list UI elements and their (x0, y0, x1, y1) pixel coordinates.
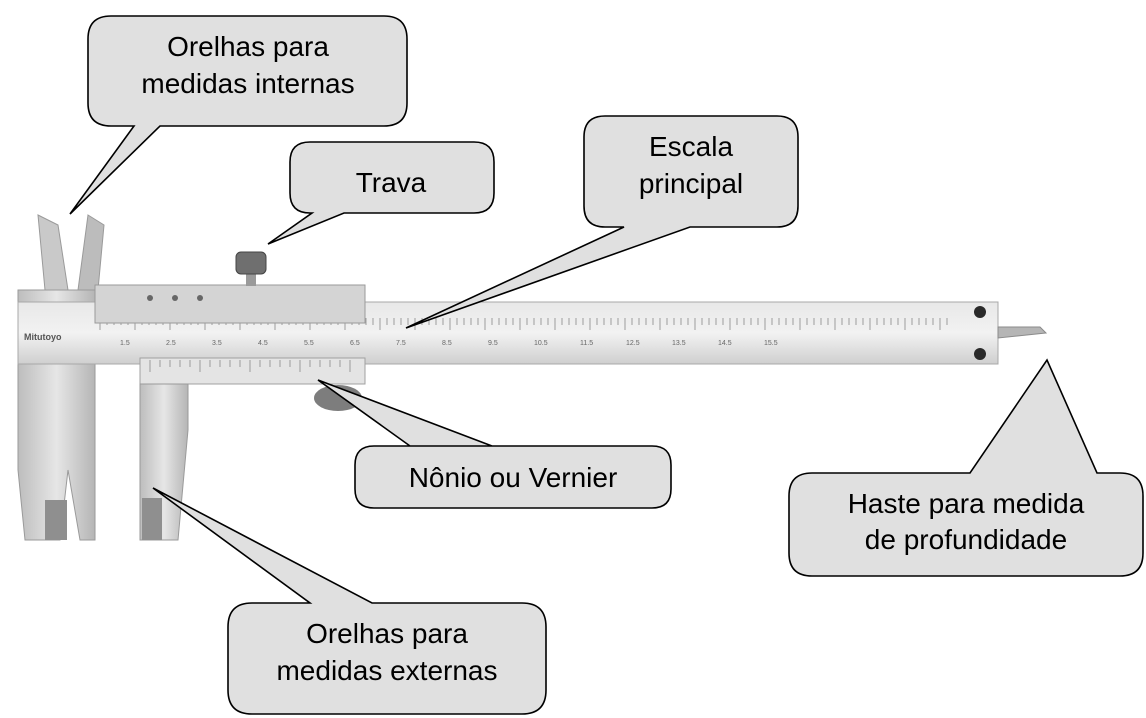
lock-screw-stem (246, 270, 256, 286)
caliper: Mitutoyo 1.5 2.5 3.5 4.5 5.5 6.5 7.5 8.5 9.5 10.5… (17, 214, 1048, 541)
slider-screw (172, 295, 178, 301)
callout-text: Escala (649, 131, 733, 162)
fixed-jaw-tip (45, 500, 67, 540)
callout-text: Orelhas para (306, 618, 468, 649)
callout-text: Trava (356, 167, 427, 198)
scale-number: 15.5 (764, 340, 778, 347)
slider-body (94, 284, 366, 324)
callout-text: de profundidade (865, 524, 1067, 555)
callout-external-jaws: Orelhas para medidas externas (152, 487, 547, 715)
callout-text: Orelhas para (167, 31, 329, 62)
main-scale-numbers: 1.5 2.5 3.5 4.5 5.5 6.5 7.5 8.5 9.5 10.5 11.5 12.5 1… (120, 340, 778, 347)
callout-lock: Trava (267, 141, 495, 245)
callout-text: medidas externas (276, 655, 497, 686)
scale-number: 13.5 (672, 340, 686, 347)
callout-text: Haste para medida (848, 488, 1085, 519)
callout-text: principal (639, 168, 743, 199)
slider-screw (147, 295, 153, 301)
scale-number: 2.5 (166, 340, 176, 347)
sliding-jaw-tip (142, 498, 162, 540)
scale-number: 5.5 (304, 340, 314, 347)
beam-end-screw (974, 348, 986, 360)
vernier-graduation (149, 360, 351, 372)
callout-bubble (267, 141, 495, 245)
scale-number: 6.5 (350, 340, 360, 347)
scale-number: 11.5 (580, 340, 593, 347)
beam-end-screw (974, 306, 986, 318)
callout-vernier: Nônio ou Vernier (317, 379, 672, 509)
scale-number: 14.5 (718, 340, 732, 347)
scale-number: 7.5 (396, 340, 406, 347)
callout-bubble (405, 115, 799, 329)
callout-bubble (69, 15, 408, 215)
lock-screw-knob (235, 251, 267, 275)
scale-number: 9.5 (488, 340, 498, 347)
callout-depth-rod: Haste para medida de profundidade (788, 358, 1144, 577)
slider-screw (197, 295, 203, 301)
callout-text: Nônio ou Vernier (409, 462, 618, 493)
scale-number: 10.5 (534, 340, 548, 347)
sliding-internal-jaw (77, 214, 105, 291)
vernier-plate (139, 357, 366, 385)
scale-number: 12.5 (626, 340, 640, 347)
fixed-internal-jaw (37, 214, 69, 291)
callout-text: medidas internas (141, 68, 354, 99)
scale-number: 3.5 (212, 340, 222, 347)
callout-main-scale: Escala principal (405, 115, 799, 329)
callout-bubble (152, 487, 547, 715)
scale-number: 1.5 (120, 340, 130, 347)
callout-bubble (317, 379, 672, 509)
callout-internal-jaws: Orelhas para medidas internas (69, 15, 408, 215)
callout-bubble (788, 358, 1144, 577)
depth-rod (997, 326, 1048, 339)
brand-label: Mitutoyo (24, 332, 62, 342)
scale-number: 8.5 (442, 340, 452, 347)
scale-number: 4.5 (258, 340, 268, 347)
